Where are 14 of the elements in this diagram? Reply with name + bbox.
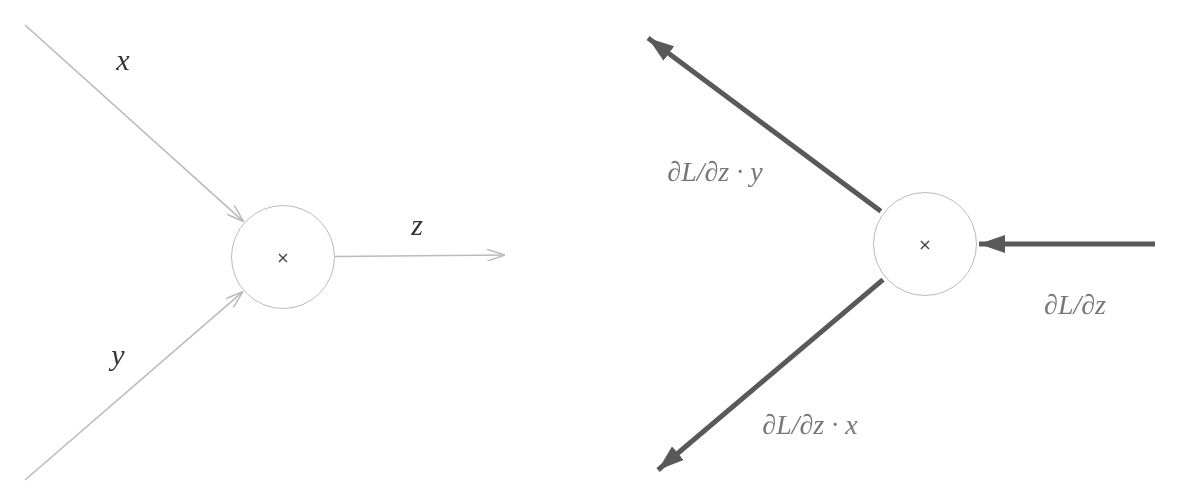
operation-circle: × [231, 205, 335, 309]
edge-label: ∂L/∂z [1044, 289, 1106, 321]
operation-circle: × [873, 192, 977, 296]
edge-label: ∂L/∂z · x [762, 409, 858, 441]
edge-label: y [111, 338, 125, 372]
arrow [24, 290, 244, 481]
edge-label: z [411, 208, 423, 242]
edge-label: x [116, 43, 130, 77]
arrow [334, 248, 506, 262]
arrow [24, 24, 245, 223]
edge-label: ∂L/∂z · y [667, 156, 763, 188]
arrow [646, 36, 883, 214]
arrow [979, 235, 1155, 253]
arrow [656, 277, 885, 472]
